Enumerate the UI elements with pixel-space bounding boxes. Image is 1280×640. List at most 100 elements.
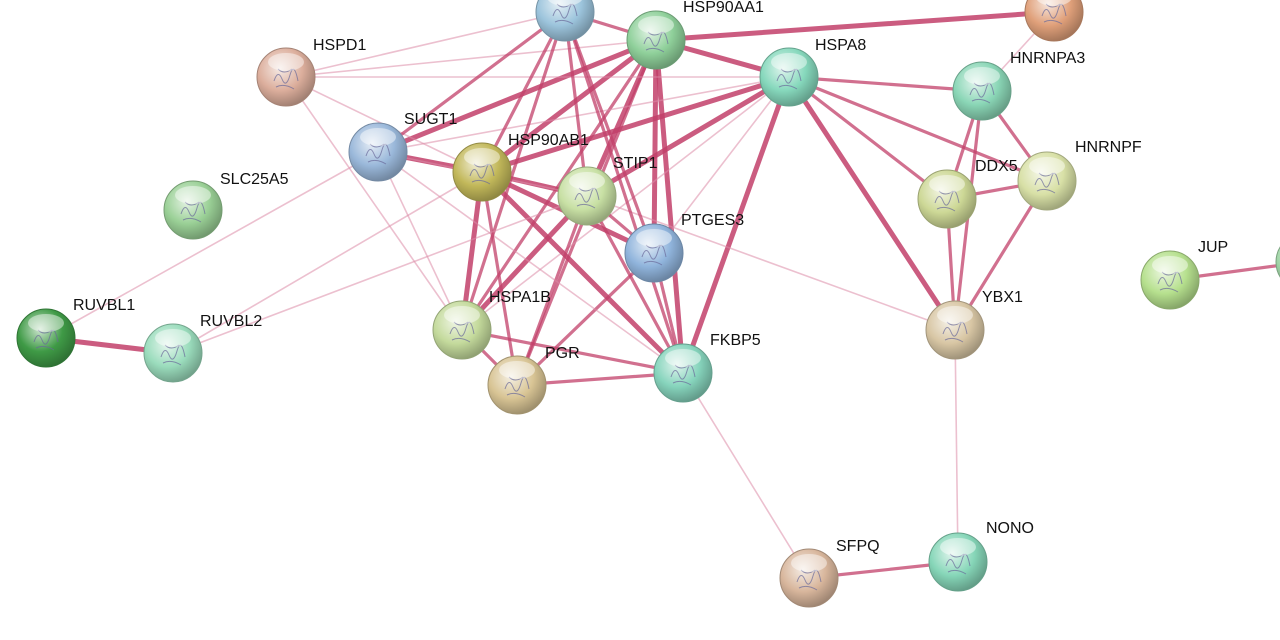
node-label-sfpq: SFPQ (836, 538, 880, 555)
edge-hspa8-hspa1b[interactable] (461, 76, 790, 331)
edge-ruvbl2-hsp90ab1[interactable] (172, 171, 483, 354)
edge-hspa8-fkbp5[interactable] (680, 74, 792, 376)
node-label-ddx5: DDX5 (975, 158, 1018, 175)
node-sugt1[interactable] (348, 122, 408, 182)
node-sphere-hspa8 (759, 47, 819, 107)
node-hnrnpa3[interactable] (952, 61, 1012, 121)
node-label-hspd1: HSPD1 (313, 37, 366, 54)
edge-hsp90aa1-ptges3[interactable] (651, 37, 659, 256)
protein-structure-icon (180, 201, 206, 223)
edge-stip1-fkbp5[interactable] (585, 194, 685, 375)
protein-structure-icon (33, 329, 59, 351)
node-sphere-hsp90ab1 (452, 142, 512, 202)
edge-hsp90ab1-unk1[interactable] (480, 10, 567, 174)
edge-hspa8-ptges3[interactable] (653, 76, 790, 254)
node-ptges3[interactable] (624, 223, 684, 283)
edge-stip1-unk1[interactable] (563, 10, 589, 198)
node-unk3[interactable] (1275, 233, 1280, 291)
node-label-ruvbl2: RUVBL2 (200, 313, 262, 330)
node-ddx5[interactable] (917, 169, 977, 229)
edge-fkbp5-sfpq[interactable] (682, 372, 810, 579)
node-highlight (929, 175, 965, 193)
node-label-hsp90ab1: HSP90AB1 (508, 132, 589, 149)
node-hspa8[interactable] (759, 47, 819, 107)
node-ruvbl2[interactable] (143, 323, 203, 383)
edge-hspa8-ddx5[interactable] (787, 75, 949, 201)
node-unk1[interactable] (535, 0, 595, 42)
protein-structure-icon (365, 143, 391, 165)
node-hsp90aa1[interactable] (626, 10, 686, 70)
edge-ptges3-unk1[interactable] (563, 10, 656, 255)
node-label-stip1: STIP1 (613, 155, 658, 172)
edge-hspa8-hnrnpa3[interactable] (787, 75, 984, 93)
edge-hsp90aa1-fkbp5[interactable] (653, 37, 686, 376)
edge-stip1-hspa1b[interactable] (459, 193, 590, 333)
node-nono[interactable] (928, 532, 988, 592)
protein-structure-icon (1041, 3, 1067, 25)
node-fkbp5[interactable] (653, 343, 713, 403)
node-sphere-ruvbl1 (16, 308, 76, 368)
node-hnrnpf[interactable] (1017, 151, 1077, 211)
edge-sugt1-hspa1b[interactable] (377, 151, 463, 331)
node-highlight (1037, 0, 1071, 6)
edge-hspa8-hsp90ab1[interactable] (479, 74, 792, 175)
node-label-slc25a5: SLC25A5 (220, 171, 289, 188)
node-hspa1b[interactable] (432, 300, 492, 360)
node-stip1[interactable] (557, 166, 617, 226)
node-sphere-fkbp5 (653, 343, 713, 403)
node-highlight (665, 349, 701, 367)
node-label-jup: JUP (1198, 239, 1228, 256)
node-label-hspa8: HSPA8 (815, 37, 866, 54)
node-hspd1[interactable] (256, 47, 316, 107)
edge-hsp90ab1-fkbp5[interactable] (479, 169, 686, 376)
node-sfpq[interactable] (779, 548, 839, 608)
edge-hspd1-unk1[interactable] (285, 11, 566, 78)
edge-hsp90aa1-hsp90ab1[interactable] (479, 37, 659, 175)
protein-structure-icon (469, 163, 495, 185)
node-highlight (940, 538, 976, 556)
node-highlight (1029, 157, 1065, 175)
node-highlight (791, 554, 827, 572)
edge-hspa1b-unk1[interactable] (460, 10, 567, 332)
edge-hspa1b-fkbp5[interactable] (460, 328, 685, 375)
edge-fkbp5-unk1[interactable] (563, 10, 685, 375)
edge-hsp90aa1-unk2[interactable] (653, 9, 1057, 43)
edge-hsp90aa1-hspd1[interactable] (285, 39, 657, 78)
edge-hspa8-stip1[interactable] (584, 74, 792, 199)
node-hsp90ab1[interactable] (452, 142, 512, 202)
edge-ruvbl2-stip1[interactable] (172, 195, 588, 354)
node-pgr[interactable] (487, 355, 547, 415)
node-label-hnrnpa3: HNRNPA3 (1010, 50, 1085, 67)
node-sphere-nono (928, 532, 988, 592)
node-sphere-hnrnpa3 (952, 61, 1012, 121)
node-highlight (771, 53, 807, 71)
node-highlight (155, 329, 191, 347)
edge-ybx1-nono[interactable] (954, 329, 959, 563)
protein-structure-icon (273, 68, 299, 90)
edge-hspa8-ybx1[interactable] (786, 74, 958, 333)
edge-hspd1-hspa1b[interactable] (285, 76, 463, 331)
node-sphere-ybx1 (925, 300, 985, 360)
protein-structure-icon (1157, 271, 1183, 293)
protein-structure-icon (1034, 172, 1060, 194)
node-unk2[interactable] (1024, 0, 1084, 42)
edge-stip1-pgr[interactable] (515, 194, 589, 387)
node-slc25a5[interactable] (163, 180, 223, 240)
edge-hsp90aa1-hspa1b[interactable] (460, 38, 658, 332)
edge-hsp90ab1-pgr[interactable] (480, 170, 519, 387)
edge-sugt1-ruvbl1[interactable] (45, 151, 379, 339)
node-highlight (1152, 256, 1188, 274)
edge-sugt1-unk1[interactable] (376, 10, 567, 154)
node-jup[interactable] (1140, 250, 1200, 310)
node-ruvbl1[interactable] (16, 308, 76, 368)
node-sphere-hsp90aa1 (626, 10, 686, 70)
edge-hspa8-hnrnpf[interactable] (787, 75, 1049, 183)
edge-sugt1-fkbp5[interactable] (377, 151, 684, 374)
edge-hspa8-sugt1[interactable] (377, 76, 790, 153)
edge-stip1-ybx1[interactable] (586, 195, 956, 331)
edge-hsp90aa1-sugt1[interactable] (375, 37, 659, 155)
node-highlight (569, 172, 605, 190)
node-ybx1[interactable] (925, 300, 985, 360)
edge-ptges3-pgr[interactable] (515, 251, 656, 387)
